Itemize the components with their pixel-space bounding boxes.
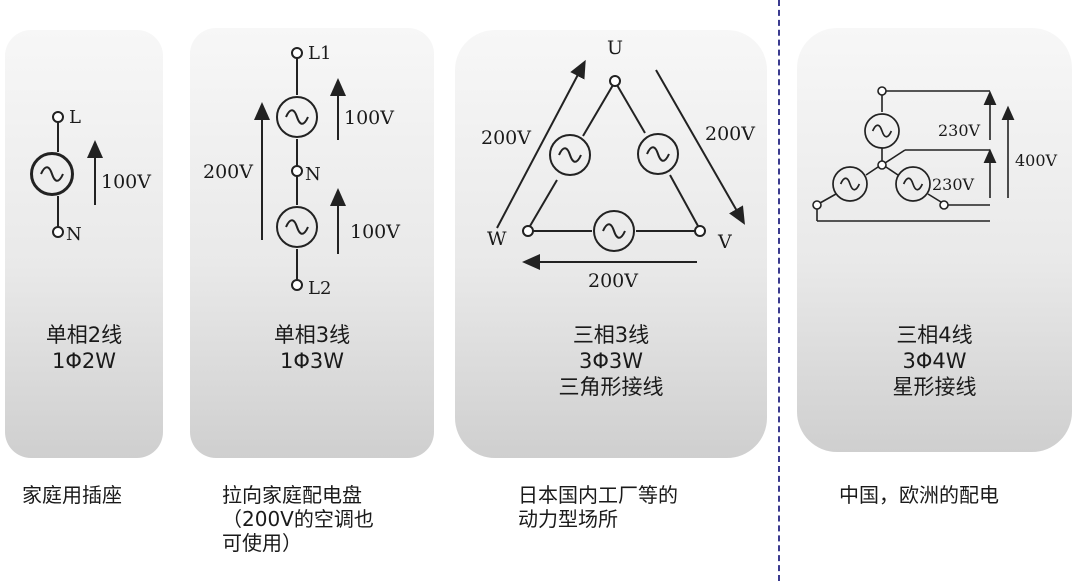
ac-source-icon	[637, 133, 679, 175]
panel-code: 1Φ3W	[279, 349, 344, 373]
usage-text: 中国，欧洲的配电	[839, 483, 999, 507]
three-phase-delta-diagram	[496, 59, 745, 270]
panel-caption: 单相3线 1Φ3W	[190, 322, 434, 374]
panel-title: 单相2线	[45, 323, 123, 347]
terminal-label: W	[487, 228, 507, 250]
single-phase-3wire-diagram	[254, 47, 346, 291]
voltage-label: 200V	[588, 270, 638, 292]
voltage-label: 100V	[101, 171, 151, 193]
ac-source-icon	[549, 134, 591, 176]
voltage-label: 230V	[938, 121, 981, 140]
panel-connection: 星形接线	[892, 375, 977, 399]
voltage-label: 400V	[1015, 151, 1058, 170]
terminal-label: L	[69, 107, 81, 128]
ac-source-icon	[276, 206, 318, 248]
terminal-label: N	[305, 164, 321, 185]
usage-text: 拉向家庭配电盘 （200V的空调也 可使用）	[222, 483, 374, 555]
voltage-label: 200V	[481, 127, 531, 149]
three-phase-3wire-card	[455, 30, 767, 458]
section-divider	[778, 0, 780, 581]
terminal-label: V	[717, 231, 732, 253]
ac-source-icon	[276, 96, 318, 138]
voltage-label: 200V	[203, 161, 253, 183]
panel-code: 3Φ3W	[578, 349, 643, 373]
terminal-label: L2	[308, 278, 331, 299]
panel-code: 3Φ4W	[902, 349, 967, 373]
voltage-label: 100V	[344, 107, 394, 129]
single-phase-2wire-diagram	[31, 111, 103, 238]
ac-source-icon	[31, 153, 73, 195]
three-phase-4wire-card	[797, 28, 1072, 452]
panel-title: 单相3线	[273, 323, 351, 347]
usage-text: 日本国内工厂等的 动力型场所	[518, 483, 678, 531]
single-phase-2wire-card	[5, 30, 163, 458]
terminal-label: N	[66, 224, 82, 245]
panel-caption: 单相2线 1Φ2W	[5, 322, 163, 374]
voltage-label: 230V	[932, 175, 975, 194]
ac-source-icon	[593, 210, 635, 252]
panel-caption: 三相4线 3Φ4W 星形接线	[797, 322, 1072, 400]
panel-title: 三相3线	[572, 323, 650, 347]
voltage-label: 200V	[705, 123, 755, 145]
three-phase-star-diagram	[812, 86, 1015, 222]
panel-caption: 三相3线 3Φ3W 三角形接线	[455, 322, 767, 400]
usage-text: 家庭用插座	[22, 483, 122, 507]
panel-connection: 三角形接线	[558, 375, 664, 399]
panel-title: 三相4线	[896, 323, 973, 347]
terminal-label: U	[607, 37, 623, 59]
single-phase-3wire-card	[190, 28, 434, 458]
panel-code: 1Φ2W	[51, 349, 116, 373]
voltage-label: 100V	[350, 221, 400, 243]
terminal-label: L1	[308, 43, 331, 64]
